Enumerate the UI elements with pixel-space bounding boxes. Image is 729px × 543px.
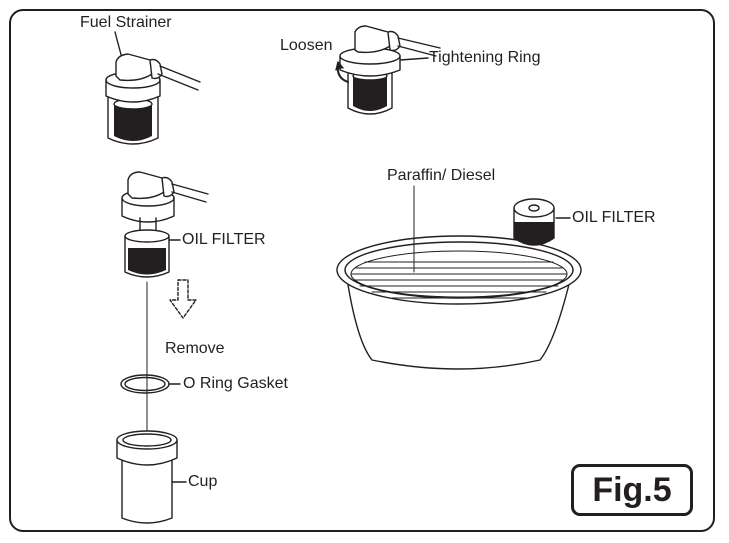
strainer-loosen-assembly <box>335 25 441 115</box>
cup <box>116 430 187 524</box>
loosen-label: Loosen <box>280 37 333 54</box>
strainer-head <box>121 171 209 233</box>
remove-arrow <box>169 279 197 319</box>
fuel-strainer-assembly <box>105 31 201 145</box>
paraffin-diesel-label: Paraffin/ Diesel <box>387 167 496 184</box>
fuel-strainer-label: Fuel Strainer <box>80 14 172 31</box>
o-ring-gasket <box>120 374 181 394</box>
figure-number-badge: Fig.5 <box>571 464 693 516</box>
paraffin-bowl <box>336 185 582 370</box>
oil-filter-left <box>124 229 181 278</box>
o-ring-gasket-label: O Ring Gasket <box>183 375 288 392</box>
figure-frame <box>9 9 715 532</box>
cup-label: Cup <box>188 473 218 490</box>
oil-filter-label-right: OIL FILTER <box>572 209 656 226</box>
oil-filter-right <box>513 198 571 246</box>
oil-filter-label-left: OIL FILTER <box>182 231 266 248</box>
tightening-ring-label: Tightening Ring <box>429 49 541 66</box>
remove-label: Remove <box>165 340 225 357</box>
